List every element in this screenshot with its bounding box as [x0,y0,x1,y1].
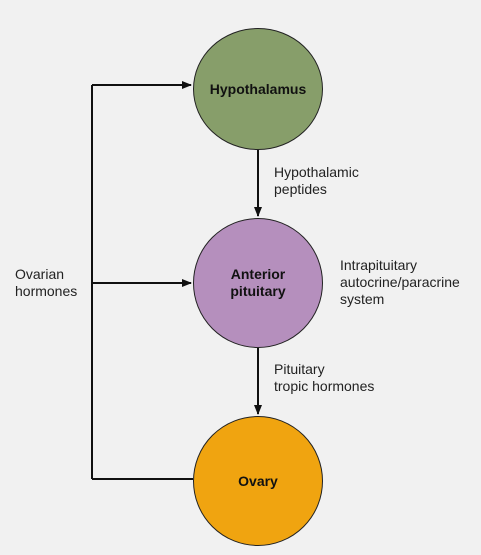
hypothalamus-node: Hypothalamus [193,28,323,150]
hypothalamic-peptides-label: Hypothalamic peptides [274,164,359,198]
intrapituitary-line2: autocrine/paracrine [340,274,460,290]
anterior-pituitary-label-line2: pituitary [230,283,286,299]
ovarian-hormones-line1: Ovarian [15,266,65,282]
ovary-label: Ovary [238,472,278,489]
ovarian-hormones-line2: hormones [15,283,78,299]
pituitary-tropic-line2: tropic hormones [274,378,375,394]
anterior-pituitary-label-line1: Anterior [230,266,286,282]
pituitary-tropic-line1: Pituitary [274,361,325,377]
pituitary-tropic-hormones-label: Pituitary tropic hormones [274,361,374,395]
ovarian-hormones-label: Ovarian hormones [15,266,77,300]
intrapituitary-system-label: Intrapituitary autocrine/paracrine syste… [340,257,460,308]
hypothalamic-peptides-line1: Hypothalamic [274,164,359,180]
hypothalamic-peptides-line2: peptides [274,181,327,197]
ovary-node: Ovary [193,416,323,546]
hypothalamus-label: Hypothalamus [209,80,307,97]
intrapituitary-line1: Intrapituitary [340,257,418,273]
intrapituitary-line3: system [340,291,385,307]
anterior-pituitary-node: Anterior pituitary [193,218,323,348]
